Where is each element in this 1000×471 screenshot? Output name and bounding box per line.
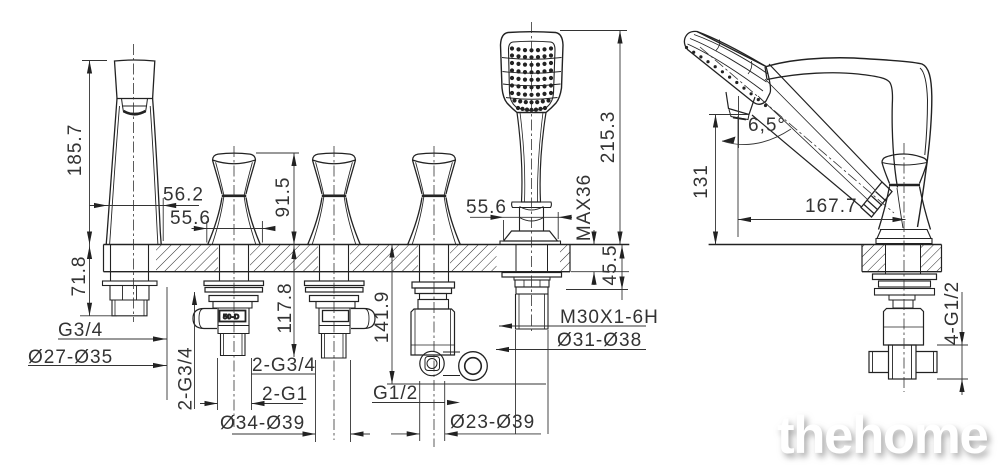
svg-text:91.5: 91.5 (273, 177, 294, 218)
svg-text:131: 131 (691, 164, 712, 199)
svg-text:55.6: 55.6 (466, 197, 507, 218)
svg-text:thehome: thehome (777, 406, 987, 465)
svg-text:50-D: 50-D (223, 312, 240, 321)
svg-text:4-G1/2: 4-G1/2 (942, 281, 963, 345)
svg-text:MAX36: MAX36 (574, 174, 595, 241)
svg-text:Ø27-Ø35: Ø27-Ø35 (28, 347, 113, 368)
svg-text:2-G3/4: 2-G3/4 (252, 355, 316, 376)
svg-text:thehome: thehome (780, 410, 990, 469)
svg-text:M30X1-6H: M30X1-6H (560, 307, 659, 328)
svg-text:Ø23-Ø39: Ø23-Ø39 (450, 412, 535, 433)
svg-text:167.7: 167.7 (805, 196, 858, 217)
svg-text:55.6: 55.6 (170, 208, 211, 229)
svg-text:6,5°: 6,5° (748, 115, 786, 136)
svg-text:Ø34-Ø39: Ø34-Ø39 (220, 413, 305, 434)
svg-text:45.5: 45.5 (600, 245, 621, 286)
svg-text:141.9: 141.9 (372, 291, 393, 344)
svg-text:2-G1: 2-G1 (262, 384, 308, 405)
svg-text:Ø31-Ø38: Ø31-Ø38 (557, 330, 642, 351)
svg-text:117.8: 117.8 (275, 282, 296, 333)
svg-text:185.7: 185.7 (65, 124, 86, 177)
svg-text:71.8: 71.8 (69, 256, 90, 297)
svg-text:2-G3/4: 2-G3/4 (176, 346, 197, 410)
svg-text:G1/2: G1/2 (373, 383, 418, 404)
svg-text:G3/4: G3/4 (58, 320, 103, 341)
svg-text:215.3: 215.3 (598, 111, 619, 164)
svg-text:56.2: 56.2 (163, 185, 204, 206)
